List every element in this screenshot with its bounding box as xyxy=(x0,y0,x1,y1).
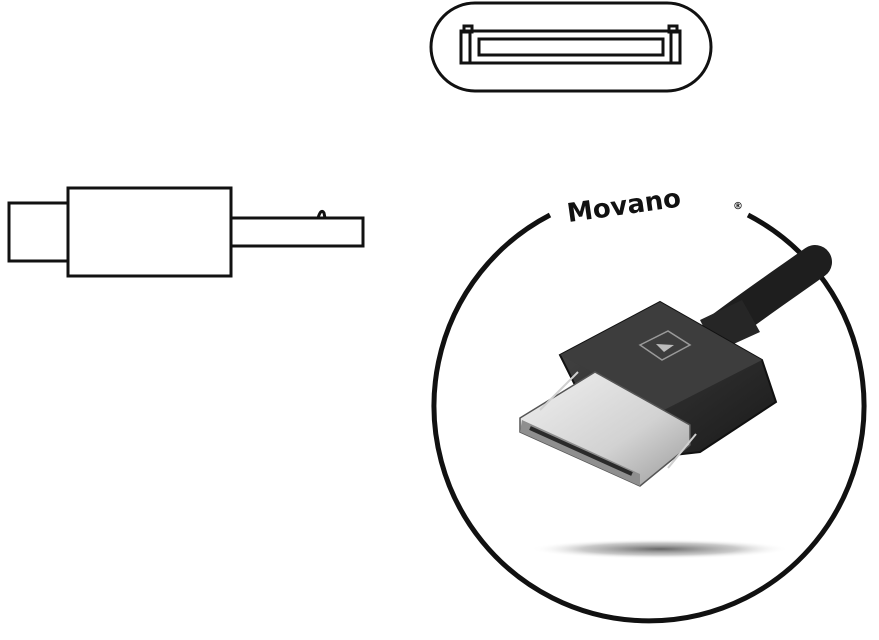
plug-clip-right xyxy=(667,433,697,469)
asus-40pin-plug-icon xyxy=(519,245,832,487)
floor-shadow xyxy=(530,539,790,559)
brand-registered-mark: ® xyxy=(733,201,743,212)
connector-face-tab-right xyxy=(667,24,679,34)
connector-face-outline-icon xyxy=(429,1,713,93)
connector-face-inner-slot xyxy=(477,37,665,57)
movano-logo: Movano ® xyxy=(565,183,743,229)
plug-clip-left xyxy=(539,371,579,411)
triangle-arrow-icon xyxy=(638,330,692,361)
side-view-housing xyxy=(66,186,233,278)
photo-frame-circle xyxy=(431,212,867,624)
side-view-cable-end xyxy=(7,201,71,263)
connector-side-outline-icon xyxy=(7,186,365,278)
product-photo-frame xyxy=(431,212,867,624)
plug-housing-top xyxy=(560,302,762,410)
brand-name-text: Movano xyxy=(565,183,683,229)
connector-face-tab-left xyxy=(462,24,474,34)
plug-pin-slot xyxy=(529,426,633,476)
side-view-tip xyxy=(229,216,365,248)
connector-face-outer-slot xyxy=(459,29,682,65)
connector-face-shell xyxy=(429,1,713,93)
side-view-latch xyxy=(316,209,327,219)
